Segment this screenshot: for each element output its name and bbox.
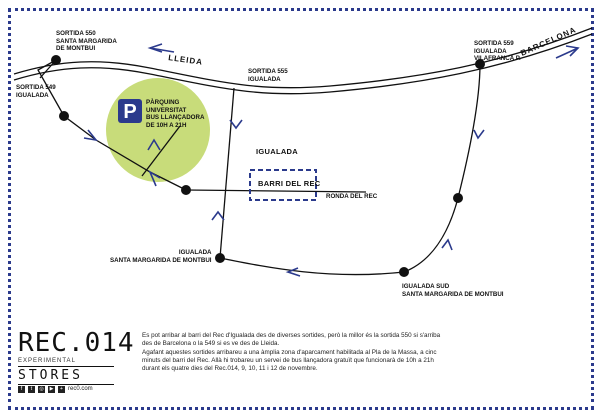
arrow-555 [229,119,243,130]
directions-paragraph-1: Es pot arribar al barri del Rec d'Iguala… [142,332,441,348]
road-south [219,257,405,276]
arrow-road-up [211,210,225,221]
junction-igualada-sm [215,253,225,263]
map-border [8,8,594,410]
website-link[interactable]: rec0.com [68,386,93,392]
arrow-parking [147,138,161,151]
arrow-559-down [473,129,485,140]
igualada-label: IGUALADA [256,147,298,156]
barri-del-rec-box [249,169,317,201]
junction-igualada-sud [399,267,409,277]
arrow-549 [83,129,98,142]
igualada-sud-label: IGUALADA SUD SANTA MARGARIDA DE MONTBUI [402,283,504,298]
instagram-icon[interactable]: ◎ [38,386,45,393]
plus-icon[interactable]: + [58,386,65,393]
lleida-label: LLEIDA [168,53,204,67]
arrow-559-bottom [441,238,453,251]
junction-dots [51,55,485,277]
direction-arrows [83,43,580,277]
directions-text: Es pot arribar al barri del Rec d'Iguala… [142,332,442,373]
youtube-icon[interactable]: ▶ [48,386,55,393]
ronda-del-rec-label: RONDA DEL REC [326,193,378,200]
junction-550 [51,55,61,65]
junction-rec [181,185,191,195]
facebook-icon[interactable]: f [18,386,25,393]
exit-555-label: SORTIDA 555 IGUALADA [248,68,288,83]
parking-zone [106,78,210,182]
brand-subtitle: EXPERIMENTAL [18,358,76,364]
parking-symbol: P [123,101,136,123]
ronda-del-rec-road [185,189,367,193]
brand-name: REC.014 [18,328,135,358]
exit-559-label: SORTIDA 559 IGUALADA VILAFRANCA P. [474,40,521,62]
parking-label: PÀRQUING UNIVERSITAT BUS LLANÇADORA DE 1… [146,99,205,129]
social-icons: f t ◎ ▶ + rec0.com [18,386,93,393]
road-559 [403,63,481,273]
junction-549 [59,111,69,121]
arrow-south [285,267,301,277]
junction-559 [475,59,485,69]
junction-559-south [453,193,463,203]
igualada-sm-label: IGUALADA SANTA MARGARIDA DE MONTBUI [110,249,212,264]
exit-549-label: SORTIDA 549 IGUALADA [16,84,56,99]
exit-550-label: SORTIDA 550 SANTA MARGARIDA DE MONTBUI [56,30,117,52]
parking-access-road [141,125,181,177]
parking-sign-icon [118,99,142,123]
road-555 [219,87,235,259]
barri-del-rec-label: BARRI DEL REC [258,179,321,188]
brand-logo: REC.014 EXPERIMENTAL STORES [18,328,135,385]
brand-stores: STORES [18,366,114,385]
twitter-icon[interactable]: t [28,386,35,393]
directions-paragraph-2: Agafant aquestes sortides arribareu a un… [142,348,437,373]
arrow-rec-west [148,170,161,187]
